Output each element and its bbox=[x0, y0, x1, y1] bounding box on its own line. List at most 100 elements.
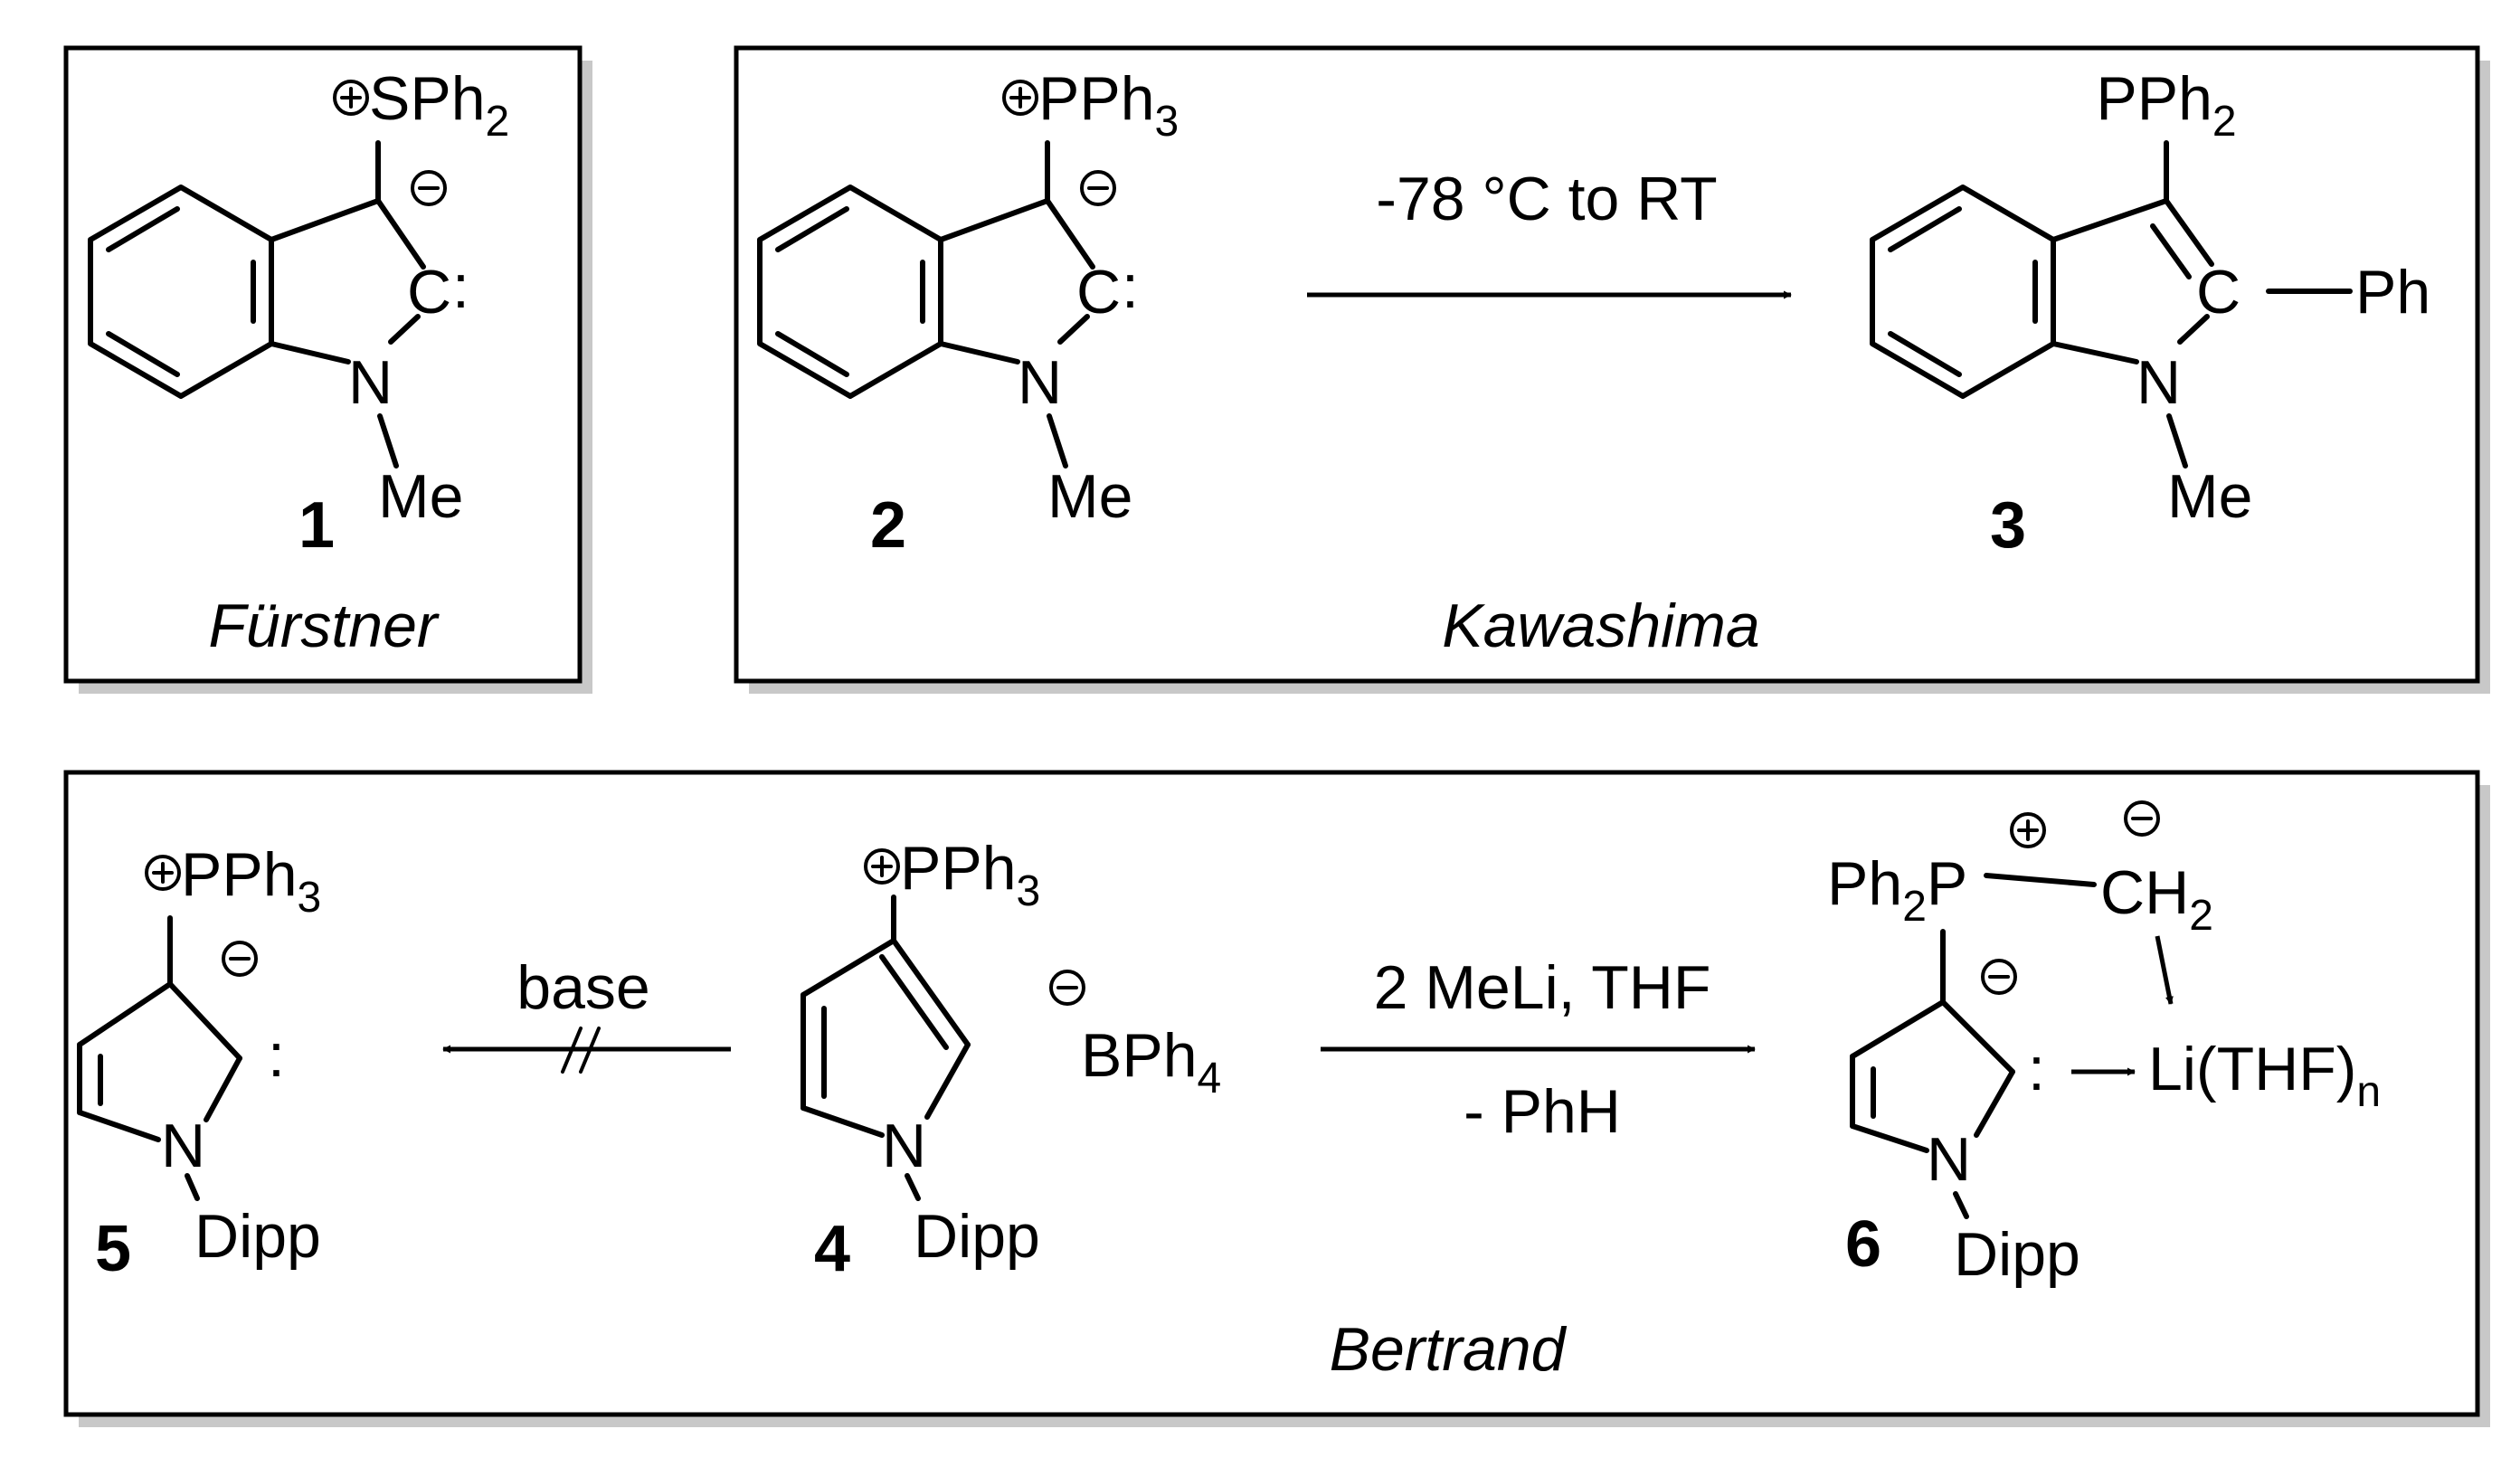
panel-author-name: Kawashima bbox=[1442, 592, 1760, 660]
panel-frame bbox=[63, 770, 2480, 1417]
bond-c3a-c3 bbox=[269, 198, 381, 242]
reaction-condition: base bbox=[516, 953, 649, 1022]
panel-frame bbox=[734, 45, 2480, 684]
benzene-inner-bond bbox=[775, 331, 849, 377]
panel-bertrand: PPh3 : N Dipp 5 base PPh3 bbox=[63, 770, 2490, 1427]
phosphine-group: PPh2 bbox=[2096, 64, 2236, 146]
bond-c2-n bbox=[388, 314, 421, 345]
bond-c3-c2-double bbox=[879, 954, 949, 1050]
plus-charge-icon bbox=[1002, 80, 1038, 116]
bond-c6-n bbox=[77, 1110, 161, 1142]
benzene-inner-bond bbox=[1888, 331, 1962, 377]
n-substituent: Me bbox=[2167, 462, 2252, 531]
carbene-lone-pair: : bbox=[452, 252, 469, 321]
panel-furstner: SPh2 C : N Me 1 Fürstner bbox=[63, 45, 592, 694]
c2-atom: C bbox=[2196, 258, 2241, 327]
c2-substituent: Ph bbox=[2355, 258, 2430, 327]
bond-c7a-n bbox=[269, 341, 351, 364]
bond-n-dipp bbox=[185, 1173, 200, 1201]
carbene-atom: C bbox=[1076, 258, 1121, 327]
coordination-arrow bbox=[2155, 935, 2174, 1005]
bond-n-me bbox=[1047, 413, 1068, 468]
bond-p-ch2 bbox=[1984, 873, 2097, 887]
compound-1-structure: SPh2 C : N Me bbox=[88, 64, 509, 531]
bond-c4-c2 bbox=[1940, 999, 2015, 1074]
compound-number: 2 bbox=[870, 489, 906, 562]
cation-group: PPh3 bbox=[900, 834, 1040, 915]
plus-charge-icon bbox=[145, 855, 181, 891]
bond-n-dipp bbox=[905, 1173, 921, 1201]
plus-charge-icon bbox=[2010, 812, 2046, 848]
bond-c6-n bbox=[1850, 1123, 1929, 1153]
bond-c4-c5 bbox=[1850, 999, 1946, 1059]
bond-c2-n bbox=[204, 1055, 242, 1122]
minus-charge-icon bbox=[222, 941, 258, 977]
nitrogen-atom: N bbox=[1927, 1125, 1971, 1194]
minus-charge-icon bbox=[1981, 959, 2017, 995]
minus-charge-icon bbox=[1080, 170, 1116, 206]
bond-n-me bbox=[2166, 413, 2188, 468]
ylide-ch2: CH2 bbox=[2100, 858, 2213, 940]
reaction-condition-top: 2 MeLi, THF bbox=[1374, 953, 1711, 1022]
cation-group: SPh2 bbox=[369, 64, 509, 146]
n-substituent: Me bbox=[1047, 462, 1132, 531]
compound-6-structure: Ph2P CH2 : Li(THF)n N Dipp bbox=[1827, 800, 2381, 1289]
n-substituent: Me bbox=[378, 462, 463, 531]
nitrogen-atom: N bbox=[348, 348, 393, 417]
compound-number: 4 bbox=[814, 1213, 850, 1285]
bond-c2-n bbox=[2177, 314, 2210, 345]
bond-c3-c2 bbox=[2164, 198, 2214, 267]
phosphonium-group: Ph2P bbox=[1827, 849, 1967, 931]
lithium-complex: Li(THF)n bbox=[2148, 1035, 2381, 1116]
minus-charge-icon bbox=[1049, 970, 1085, 1006]
carbene-lone-pair: : bbox=[2028, 1035, 2045, 1103]
bond-n-me bbox=[377, 413, 399, 468]
bond-c3-c4 bbox=[801, 938, 896, 998]
nitrogen-atom: N bbox=[2136, 348, 2181, 417]
compound-4-structure: PPh3 N Dipp bbox=[801, 834, 1040, 1271]
compound-number: 5 bbox=[95, 1213, 131, 1285]
bond-n-dipp bbox=[1953, 1191, 1969, 1219]
panel-author-name: Fürstner bbox=[208, 592, 440, 660]
bond-c3a-c3 bbox=[2051, 198, 2169, 242]
reaction-condition: -78 °C to RT bbox=[1376, 165, 1717, 233]
carbene-atom: C bbox=[407, 258, 451, 327]
minus-charge-icon bbox=[411, 170, 447, 206]
panel-author-name: Bertrand bbox=[1330, 1315, 1568, 1384]
cation-group: PPh3 bbox=[181, 840, 321, 922]
bond-c4-c5 bbox=[77, 981, 173, 1047]
nitrogen-atom: N bbox=[882, 1112, 926, 1180]
benzene-inner-bond bbox=[106, 206, 180, 252]
panel-frame bbox=[63, 45, 583, 684]
compound-2-structure: PPh3 C : N Me bbox=[757, 64, 1179, 531]
bond-c3-c2 bbox=[891, 938, 971, 1047]
bond-c2-n bbox=[1974, 1069, 2015, 1138]
minus-charge-icon bbox=[2124, 800, 2160, 837]
bond-c7a-n bbox=[2051, 341, 2139, 364]
counterion: BPh4 bbox=[1081, 1021, 1221, 1103]
cation-group: PPh3 bbox=[1038, 64, 1179, 146]
benzene-inner-bond bbox=[775, 206, 849, 252]
bond-c3a-c3 bbox=[938, 198, 1050, 242]
bond-c2-n bbox=[1057, 314, 1090, 345]
bond-c3-c2-double bbox=[2150, 223, 2192, 279]
carbene-lone-pair: : bbox=[268, 1021, 285, 1090]
panel-kawashima: PPh3 C : N Me 2 -78 °C to RT PPh2 bbox=[734, 45, 2490, 694]
strike-mark bbox=[579, 1027, 601, 1074]
reaction-condition-bottom: - PhH bbox=[1464, 1077, 1621, 1146]
n-substituent: Dipp bbox=[194, 1202, 321, 1271]
bond-c7a-n bbox=[938, 341, 1020, 364]
nitrogen-atom: N bbox=[1018, 348, 1062, 417]
bond-c5-n bbox=[801, 1105, 885, 1138]
compound-number: 3 bbox=[1990, 489, 2026, 562]
plus-charge-icon bbox=[864, 848, 900, 885]
bond-c4-c2 bbox=[167, 981, 242, 1061]
plus-charge-icon bbox=[333, 80, 369, 116]
benzene-inner-bond bbox=[106, 331, 180, 377]
compound-number: 6 bbox=[1845, 1208, 1881, 1281]
compound-3-structure: PPh2 C Ph N Me bbox=[1870, 64, 2430, 531]
bond-c2-n bbox=[924, 1042, 971, 1120]
compound-5-structure: PPh3 : N Dipp bbox=[77, 840, 321, 1271]
bond-c3-c2 bbox=[375, 198, 426, 270]
